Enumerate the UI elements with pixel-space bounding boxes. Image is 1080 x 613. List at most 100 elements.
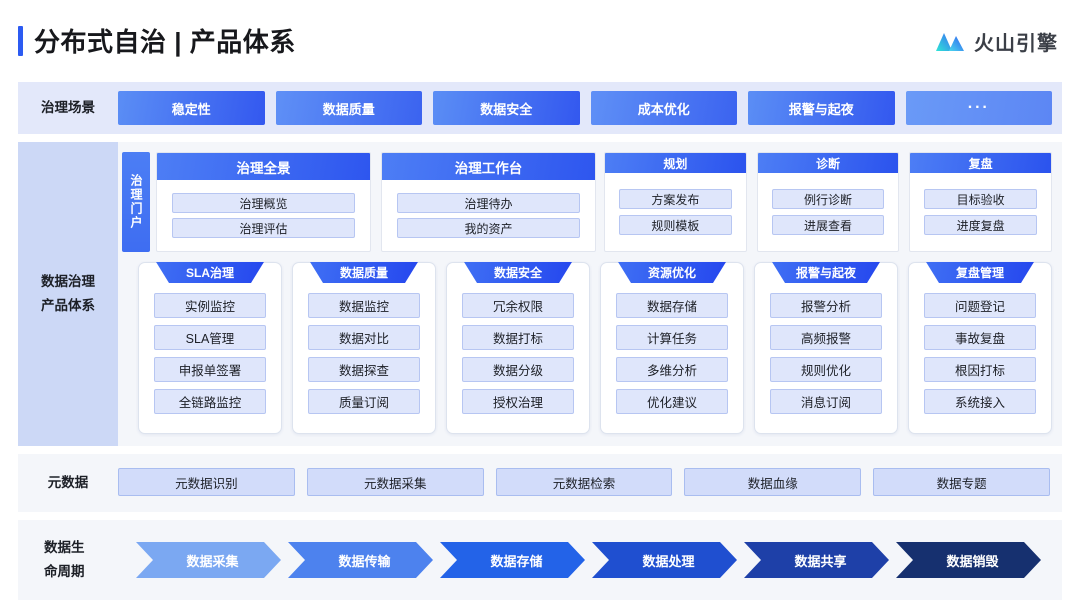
portal-phase-card-items: 方案发布规则模板	[605, 173, 746, 251]
product-card-list: SLA治理实例监控 SLA管理申报单签署全链路监控 数据质量数据监控数据对比数据探查…	[138, 262, 1052, 434]
section-label-lifecycle-line1: 数据生	[44, 540, 85, 556]
product-card: 报警与起夜报警分析高频报警规则优化消息订阅	[754, 262, 898, 434]
page-title: 分布式自治 | 产品体系	[18, 22, 296, 59]
scenario-chip[interactable]: 稳定性	[118, 91, 265, 125]
scenario-chip[interactable]: 数据质量	[275, 91, 422, 125]
product-card-title: 数据安全	[464, 262, 572, 283]
product-card-item[interactable]: 数据分级	[462, 357, 574, 382]
product-card-title: 数据质量	[310, 262, 418, 283]
lifecycle-stage-label: 数据传输	[338, 553, 391, 569]
portal-top-card-item[interactable]: 我的资产	[397, 218, 580, 238]
scenario-chip[interactable]: 数据安全	[433, 91, 580, 125]
product-card-item[interactable]: 系统接入	[924, 389, 1036, 414]
metadata-item-list: 元数据识别元数据采集元数据检索数据血缘数据专题	[118, 468, 1050, 496]
product-card-item[interactable]: 高频报警	[770, 325, 882, 350]
metadata-item[interactable]: 数据血缘	[684, 468, 862, 496]
title-accent-bar	[18, 25, 23, 56]
product-card-item[interactable]: 质量订阅	[308, 389, 420, 414]
portal-top-card-title: 治理全景	[157, 153, 370, 180]
lifecycle-stage-label: 数据处理	[642, 553, 695, 569]
portal-top-card-items: 治理概览治理评估	[157, 180, 370, 251]
portal-phase-card-item[interactable]: 进展查看	[771, 215, 885, 235]
product-card-item[interactable]: 消息订阅	[770, 389, 882, 414]
product-card-title: SLA治理	[156, 262, 264, 283]
portal-phase-card-item[interactable]: 方案发布	[619, 189, 732, 209]
product-card-item[interactable]: 事故复盘	[924, 325, 1036, 350]
portal-top-card-list: 治理全景治理概览治理评估治理工作台治理待办我的资产	[156, 152, 596, 252]
product-card-title: 资源优化	[618, 262, 726, 283]
product-card: 复盘管理问题登记事故复盘根因打标系统接入	[908, 262, 1052, 434]
portal-phase-card-items: 例行诊断进展查看	[758, 173, 899, 251]
portal-phase-card-item[interactable]: 例行诊断	[771, 189, 885, 209]
portal-top-card-item[interactable]: 治理评估	[172, 218, 355, 238]
portal-top-card-item[interactable]: 治理待办	[397, 193, 580, 213]
section-label-lifecycle: 数据生 命周期	[18, 520, 118, 600]
section-label-products-line2: 产品体系	[41, 298, 95, 313]
portal-phase-card-item[interactable]: 规则模板	[619, 215, 732, 235]
volcano-logo-icon	[936, 32, 964, 51]
product-card-item[interactable]: 冗余权限	[462, 293, 574, 318]
section-label-lifecycle-line2: 命周期	[44, 564, 85, 579]
portal-phase-card: 诊断例行诊断进展查看	[756, 152, 900, 252]
portal-top-card-title: 治理工作台	[382, 153, 595, 180]
portal-phase-card-title: 复盘	[910, 153, 1052, 173]
section-metadata: 元数据 元数据识别元数据采集元数据检索数据血缘数据专题	[18, 454, 1062, 512]
lifecycle-stage[interactable]: 数据处理	[592, 542, 737, 578]
section-data-governance-products: 数据治理 产品体系 治理门户 治理全景治理概览治理评估治理工作台治理待办我的资产…	[18, 142, 1062, 446]
scenario-chip[interactable]: ···	[905, 91, 1052, 125]
portal-phase-card-list: 规划方案发布规则模板诊断例行诊断进展查看复盘目标验收进度复盘	[604, 152, 1053, 252]
lifecycle-stage-label: 数据共享	[794, 553, 847, 569]
section-label-products: 数据治理 产品体系	[18, 142, 118, 446]
lifecycle-stage[interactable]: 数据存储	[440, 542, 585, 578]
product-card-item[interactable]: 问题登记	[924, 293, 1036, 318]
portal-vertical-tab[interactable]: 治理门户	[122, 152, 150, 252]
product-card: 数据质量数据监控数据对比数据探查质量订阅	[292, 262, 436, 434]
portal-vertical-tab-label: 治理门户	[129, 174, 143, 230]
product-card-item[interactable]: 数据监控	[308, 293, 420, 318]
lifecycle-stage[interactable]: 数据传输	[288, 542, 433, 578]
product-card-item[interactable]: 计算任务	[616, 325, 728, 350]
product-card-title: 复盘管理	[926, 262, 1034, 283]
product-card-item[interactable]: 优化建议	[616, 389, 728, 414]
portal-phase-card-title: 规划	[605, 153, 746, 173]
portal-phase-card-items: 目标验收进度复盘	[910, 173, 1051, 251]
section-label-products-line1: 数据治理	[41, 274, 95, 290]
product-card-item[interactable]: 数据探查	[308, 357, 420, 382]
lifecycle-stage[interactable]: 数据采集	[136, 542, 281, 578]
product-card-item[interactable]: SLA管理	[154, 325, 266, 350]
scenario-chip[interactable]: 成本优化	[590, 91, 737, 125]
product-card: 数据安全冗余权限数据打标数据分级授权治理	[446, 262, 590, 434]
portal-phase-card-item[interactable]: 目标验收	[924, 189, 1038, 209]
product-card-item[interactable]: 全链路监控	[154, 389, 266, 414]
scenario-chip[interactable]: 报警与起夜	[748, 91, 895, 125]
lifecycle-stage[interactable]: 数据共享	[744, 542, 889, 578]
product-card-item[interactable]: 申报单签署	[154, 357, 266, 382]
metadata-item[interactable]: 元数据识别	[118, 468, 295, 496]
portal-phase-card-item[interactable]: 进度复盘	[924, 215, 1038, 235]
metadata-item[interactable]: 元数据采集	[306, 468, 484, 496]
product-card-item[interactable]: 数据打标	[462, 325, 574, 350]
metadata-item[interactable]: 数据专题	[873, 468, 1050, 496]
portal-top-card-item[interactable]: 治理概览	[172, 193, 355, 213]
brand-name: 火山引擎	[974, 33, 1058, 55]
product-card-item[interactable]: 授权治理	[462, 389, 574, 414]
product-card-item[interactable]: 根因打标	[924, 357, 1036, 382]
section-data-lifecycle: 数据生 命周期 数据采集 数据传输 数据存储 数据处理 数据共享 数据销毁	[18, 520, 1062, 600]
lifecycle-stage[interactable]: 数据销毁	[896, 542, 1041, 578]
portal-phase-card: 复盘目标验收进度复盘	[909, 152, 1053, 252]
product-card: 资源优化数据存储计算任务多维分析优化建议	[600, 262, 744, 434]
product-card-item[interactable]: 数据存储	[616, 293, 728, 318]
portal-top-card: 治理工作台治理待办我的资产	[381, 152, 596, 252]
brand-logo: 火山引擎	[935, 27, 1058, 56]
product-card-item[interactable]: 多维分析	[616, 357, 728, 382]
product-card-item[interactable]: 实例监控	[154, 293, 266, 318]
product-card-item[interactable]: 报警分析	[770, 293, 882, 318]
product-card-item[interactable]: 规则优化	[770, 357, 882, 382]
portal-phase-card: 规划方案发布规则模板	[604, 152, 747, 252]
portal-phase-card-title: 诊断	[757, 153, 899, 173]
metadata-item[interactable]: 元数据检索	[495, 468, 673, 496]
product-card-item[interactable]: 数据对比	[308, 325, 420, 350]
section-label-scenarios: 治理场景	[41, 100, 95, 116]
lifecycle-stage-list: 数据采集 数据传输 数据存储 数据处理 数据共享 数据销毁	[136, 542, 1048, 578]
